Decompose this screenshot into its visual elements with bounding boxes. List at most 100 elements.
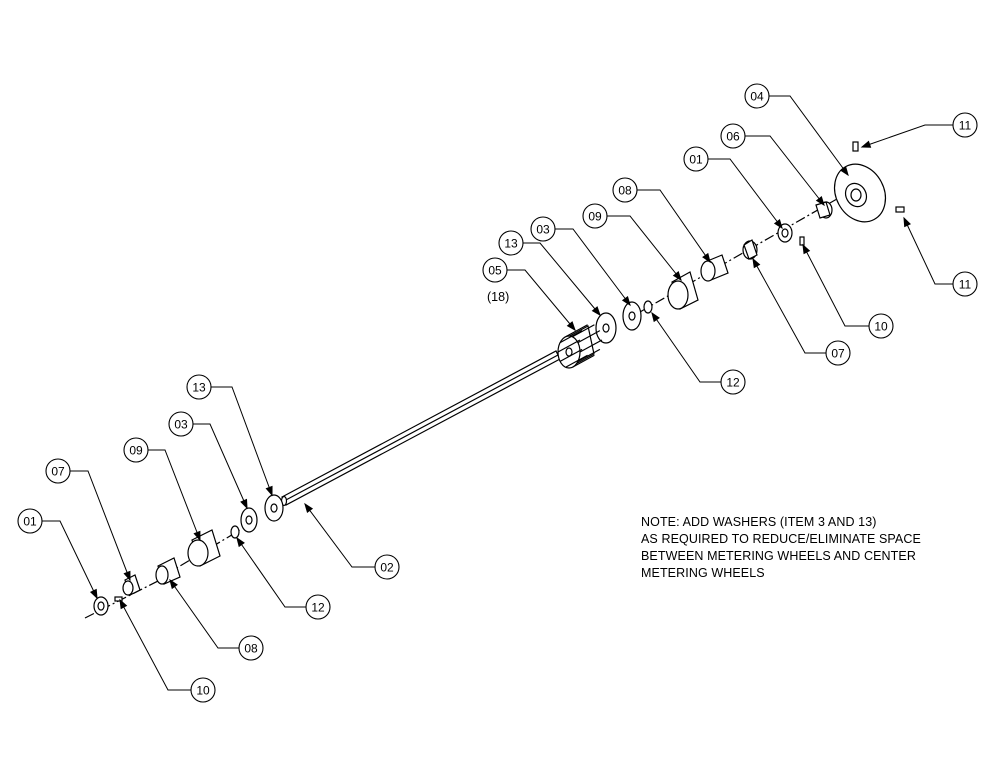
washer-hole (270, 503, 278, 513)
note-line: NOTE: ADD WASHERS (ITEM 3 AND 13) (641, 515, 877, 529)
leader-arrowhead (193, 530, 201, 542)
leader-line (193, 423, 248, 509)
leader-arrowhead (651, 311, 660, 323)
leader-line (607, 215, 682, 281)
callout-01: 01 (17, 508, 43, 534)
callout-label: 02 (380, 561, 394, 575)
sleeve-body (743, 239, 758, 260)
leader-line (523, 242, 601, 316)
leader-line (752, 258, 826, 354)
leader-line (903, 217, 953, 285)
leader-line (769, 95, 849, 176)
spacer-small (230, 525, 240, 539)
leader-arrowhead (123, 570, 131, 582)
bushing-end (700, 260, 716, 282)
washer-hole (245, 515, 253, 525)
leader-line (861, 124, 953, 148)
callout-label: 12 (726, 376, 740, 390)
leader-line (745, 135, 825, 206)
callout-13: 13 (498, 230, 524, 256)
callout-bubble (744, 83, 770, 109)
leader-line (236, 537, 306, 608)
callout-bubble (123, 437, 149, 463)
callout-label: 11 (959, 278, 972, 292)
shaft-edge (283, 354, 559, 502)
leader-arrowhead (702, 252, 711, 264)
callout-label: 06 (726, 130, 740, 144)
callout-label: 10 (874, 320, 888, 334)
callout-08: 08 (238, 635, 264, 661)
leader-arrowhead (566, 321, 576, 332)
metering-wheel (557, 324, 603, 369)
bolt (895, 206, 905, 213)
callout-03: 03 (168, 411, 194, 437)
bolt (852, 141, 859, 152)
leader-arrowhead (903, 216, 911, 228)
leader-arrowhead (265, 485, 273, 497)
gear-tooth (577, 330, 601, 344)
callout-bubble (720, 369, 746, 395)
callout-bubble (952, 112, 978, 138)
callout-13: 13 (186, 374, 212, 400)
leader-line (42, 520, 98, 599)
callout-bubble (683, 146, 709, 172)
callout-bubble (530, 216, 556, 242)
gear-tooth (579, 339, 603, 353)
washer-hole (628, 311, 636, 321)
leader-arrowhead (773, 218, 783, 230)
gear-tooth (559, 330, 583, 344)
set-screw (799, 236, 805, 246)
callout-label: 08 (244, 642, 258, 656)
callout-bubble (952, 271, 978, 297)
callout-label: 12 (311, 601, 325, 615)
callout-bubble (868, 313, 894, 339)
spacer-end (667, 280, 689, 310)
leader-line (708, 158, 783, 229)
callout-label: 08 (618, 184, 632, 198)
leader-arrowhead (591, 306, 601, 317)
leader-line (651, 312, 721, 383)
leader-arrowhead (304, 502, 314, 514)
callout-07: 07 (825, 340, 851, 366)
leader-arrowhead (860, 140, 872, 148)
callout-label: 04 (750, 90, 764, 104)
callout-07: 07 (45, 458, 71, 484)
callout-10: 10 (868, 313, 894, 339)
gear-tooth (565, 324, 588, 338)
leader-arrowhead (621, 295, 631, 307)
assembly-note: NOTE: ADD WASHERS (ITEM 3 AND 13) AS REQ… (641, 514, 971, 582)
callout-label: 13 (504, 237, 518, 251)
callout-11: 11 (952, 112, 978, 138)
set-screw (114, 596, 123, 602)
note-line: METERING WHEELS (641, 566, 765, 580)
callout-09: 09 (582, 203, 608, 229)
washer-hole (602, 323, 610, 333)
callout-bubble (45, 458, 71, 484)
callout-label: 10 (196, 684, 210, 698)
leader-line (507, 269, 576, 331)
callout-label: 01 (689, 153, 703, 167)
leader-line (555, 228, 631, 306)
callout-bubble (238, 635, 264, 661)
leader-arrowhead (119, 598, 128, 610)
callout-05: 05 (482, 257, 508, 283)
leader-arrowhead (802, 243, 811, 255)
callout-label: 13 (192, 381, 206, 395)
callout-label: 07 (831, 347, 845, 361)
callout-bubble (720, 123, 746, 149)
leader-line (119, 599, 191, 691)
gear-tooth (577, 348, 601, 362)
callout-bubble (17, 508, 43, 534)
callout-bubble (482, 257, 508, 283)
note-line: BETWEEN METERING WHEELS AND CENTER (641, 549, 916, 563)
bushing-end (155, 565, 169, 585)
leader-arrowhead (672, 271, 682, 282)
leader-arrowhead (236, 536, 245, 548)
callout-label: 03 (536, 223, 550, 237)
leader-arrowhead (815, 196, 825, 207)
callout-10: 10 (190, 677, 216, 703)
collar-small-bore (781, 228, 789, 238)
hub-bore-inner (850, 188, 862, 202)
spacer-small (643, 300, 653, 314)
